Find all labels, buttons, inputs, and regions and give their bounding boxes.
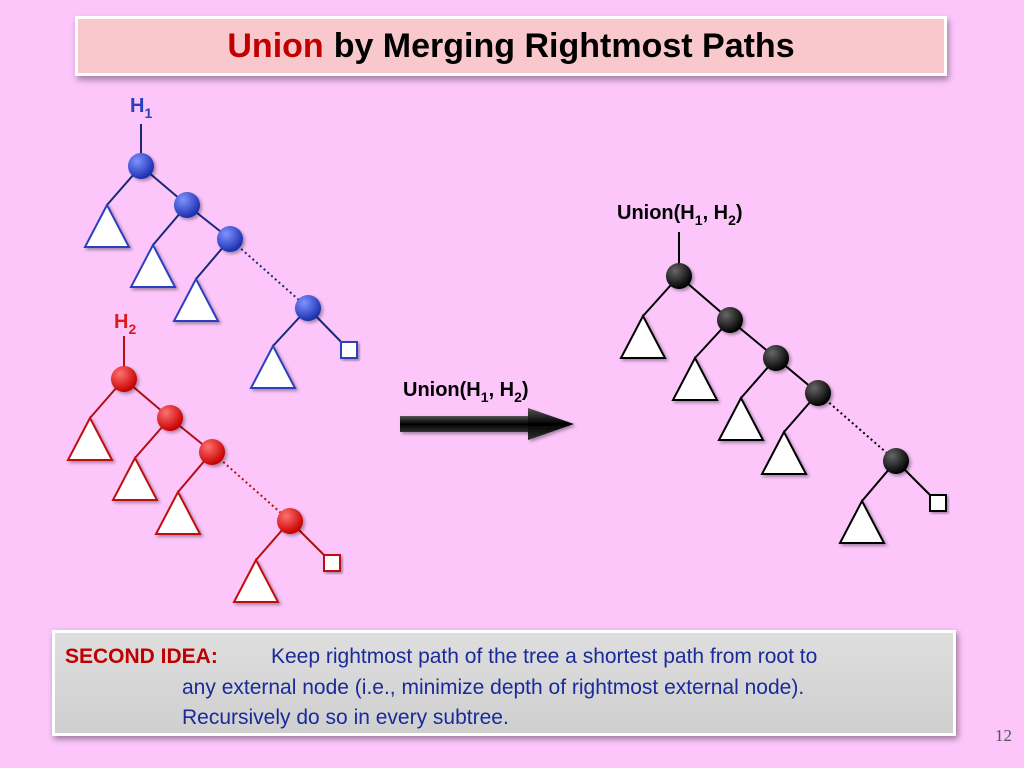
subtree-triangle [66, 415, 114, 461]
page-number: 12 [995, 726, 1012, 745]
idea-line-3: Recursively do so in every subtree. [182, 706, 509, 729]
subtree-triangle [760, 429, 808, 475]
subtree-triangle [249, 343, 297, 389]
subtree-triangle [838, 498, 886, 544]
subtree-triangle [154, 489, 202, 535]
subtree-triangle [129, 242, 177, 288]
idea-line-2: any external node (i.e., minimize depth … [182, 676, 805, 699]
dotted-spine-edge [229, 238, 309, 309]
external-node [340, 341, 358, 359]
spine-node [666, 263, 692, 289]
subtree-triangle [172, 276, 220, 322]
external-node [929, 494, 947, 512]
idea-line-1: Keep rightmost path of the tree a shorte… [271, 645, 818, 668]
title-rest: by Merging Rightmost Paths [333, 26, 795, 65]
spine-node [157, 405, 183, 431]
tree-h2 [66, 336, 341, 603]
spine-node [199, 439, 225, 465]
h2-label: H2 [114, 311, 136, 337]
subtree-triangle [232, 557, 280, 603]
h1-label: H1 [130, 95, 152, 121]
spine-node [277, 508, 303, 534]
title-box: Union by Merging Rightmost Paths [75, 16, 947, 76]
second-idea-box: SECOND IDEA: Keep rightmost path of the … [52, 630, 956, 736]
spine-node [763, 345, 789, 371]
spine-node [174, 192, 200, 218]
spine-node [883, 448, 909, 474]
dotted-spine-edge [211, 451, 291, 522]
spine-node [717, 307, 743, 333]
spine-node [217, 226, 243, 252]
subtree-triangle [717, 395, 765, 441]
external-node [323, 554, 341, 572]
subtree-triangle [111, 455, 159, 501]
arrow-label: Union(H1, H2) [403, 379, 529, 405]
dotted-spine-edge [817, 392, 897, 462]
spine-node [805, 380, 831, 406]
spine-node [128, 153, 154, 179]
idea-label: SECOND IDEA: [65, 645, 218, 668]
tree-result [619, 232, 947, 544]
title-highlight: Union [227, 26, 324, 65]
tree-h1 [83, 124, 358, 389]
spine-node [295, 295, 321, 321]
union-arrow [400, 408, 574, 440]
subtree-triangle [619, 313, 667, 359]
subtree-triangle [83, 202, 131, 248]
spine-node [111, 366, 137, 392]
union-diagram: H1 H2 Union(H1, H2) Union(H1, H2) [66, 95, 947, 603]
result-label: Union(H1, H2) [617, 202, 743, 228]
subtree-triangle [671, 355, 719, 401]
